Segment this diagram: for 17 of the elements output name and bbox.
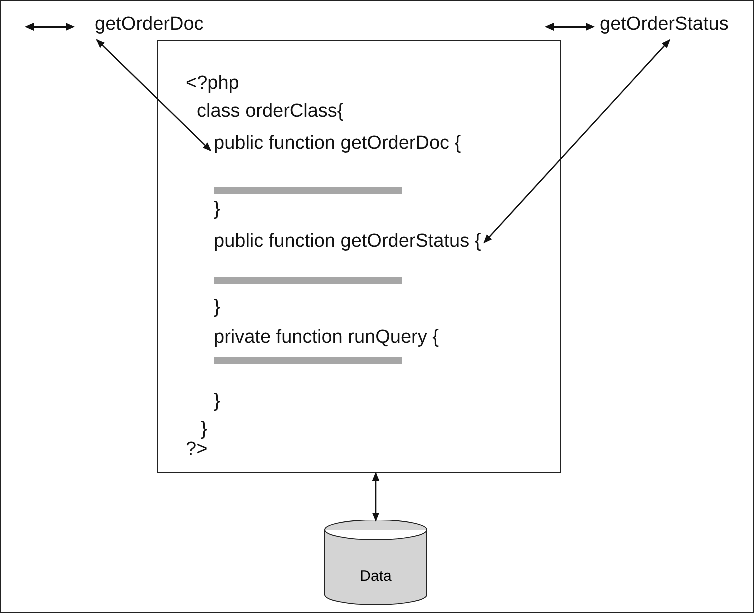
code-line: ?> [186,439,208,461]
double-arrow [372,472,380,522]
double-arrow [484,39,671,244]
code-line: public function getOrderDoc { [214,133,462,155]
code-line: <?php [186,73,240,95]
code-line: } [214,199,220,221]
database-label: Data [359,568,393,585]
method-label: getOrderDoc [95,14,204,36]
code-line: } [214,297,220,319]
code-line: } [201,419,208,441]
code-line: public function getOrderStatus { [214,231,482,253]
double-arrow [96,39,212,152]
method-label: getOrderStatus [600,14,729,36]
code-line: class orderClass{ [197,101,344,123]
code-line: private function runQuery { [214,327,439,349]
code-box [157,40,561,473]
code-line: } [214,391,220,413]
